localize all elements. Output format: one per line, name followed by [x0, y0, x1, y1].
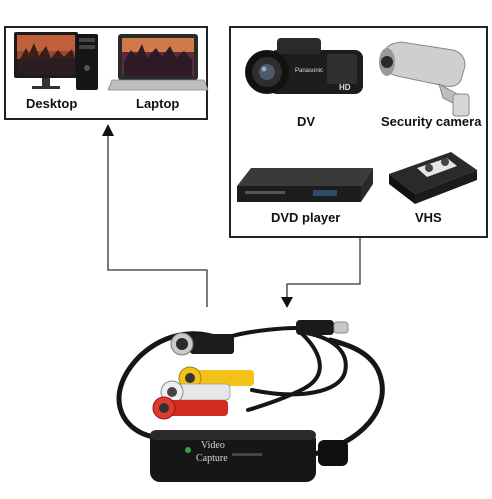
dvd-player-icon — [237, 168, 373, 202]
vhs-label: VHS — [415, 210, 442, 225]
s-video-plug — [170, 332, 234, 356]
camcorder-hd: HD — [339, 83, 351, 92]
dvd-player-label: DVD player — [271, 210, 341, 225]
computers-panel: Desktop Laptop — [4, 26, 209, 120]
arrow-to-computers — [107, 134, 208, 307]
arrow-from-sources — [286, 238, 361, 300]
capture-brand-line2: Capture — [196, 453, 228, 464]
video-sources-illustration: Panasonic HD — [237, 38, 477, 204]
desktop-icon — [14, 32, 98, 90]
laptop-label: Laptop — [136, 96, 180, 111]
camcorder-icon: Panasonic HD — [245, 38, 363, 94]
video-sources-panel: Panasonic HD DV Security — [229, 26, 488, 238]
dv-label: DV — [297, 114, 316, 129]
rca-yellow-plug — [178, 366, 254, 390]
camcorder-brand: Panasonic — [295, 68, 323, 74]
computers-illustration — [14, 32, 209, 91]
vhs-tape-icon — [389, 152, 477, 204]
rca-red-plug — [152, 396, 228, 420]
capture-brand-line1: Video — [201, 440, 225, 451]
capture-slot — [232, 453, 262, 456]
desktop-label: Desktop — [26, 96, 78, 111]
arrow-up-head — [102, 124, 114, 136]
security-camera-icon — [379, 41, 470, 117]
laptop-icon — [107, 34, 209, 91]
usb-c-connector — [296, 320, 349, 335]
arrow-down-head — [281, 297, 293, 308]
security-camera-label: Security camera — [381, 114, 482, 129]
